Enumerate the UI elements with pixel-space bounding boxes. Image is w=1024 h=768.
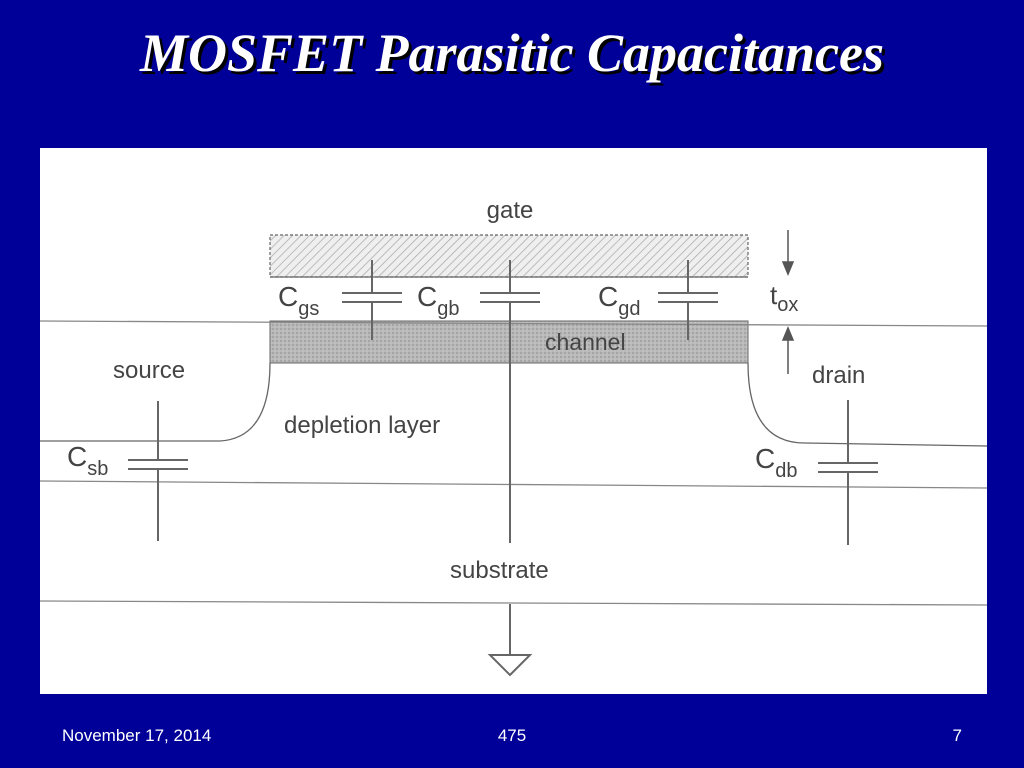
depletion-boundary	[40, 480, 987, 489]
cgs-capacitor	[342, 260, 402, 340]
cdb-label: Cdb	[755, 443, 797, 482]
substrate-label: substrate	[450, 557, 549, 584]
footer-course: 475	[497, 726, 527, 745]
footer-page-number: 7	[952, 726, 962, 745]
tox-arrows	[781, 230, 795, 374]
ground-icon	[487, 604, 533, 677]
cgb-label: Cgb	[417, 281, 459, 320]
cdb-capacitor	[818, 400, 878, 545]
gate-label: gate	[487, 197, 534, 224]
mosfet-diagram: gate channel Cgs Cgb	[40, 148, 987, 694]
cgb-capacitor	[480, 260, 540, 543]
cgd-capacitor	[658, 260, 718, 340]
csb-capacitor	[128, 401, 188, 541]
drain-junction	[747, 362, 987, 447]
drain-label: drain	[812, 362, 865, 389]
tox-label: tox	[770, 280, 798, 316]
surface-line	[40, 320, 987, 327]
slide-title: MOSFET Parasitic Capacitances	[139, 23, 885, 83]
cgd-label: Cgd	[598, 281, 640, 320]
source-junction	[40, 362, 271, 442]
substrate-boundary	[40, 600, 987, 606]
source-label: source	[113, 357, 185, 384]
depletion-label: depletion layer	[284, 412, 440, 439]
csb-label: Csb	[67, 441, 108, 480]
cgs-label: Cgs	[278, 281, 319, 320]
footer-date: November 17, 2014	[62, 726, 212, 745]
channel-label: channel	[545, 329, 626, 355]
